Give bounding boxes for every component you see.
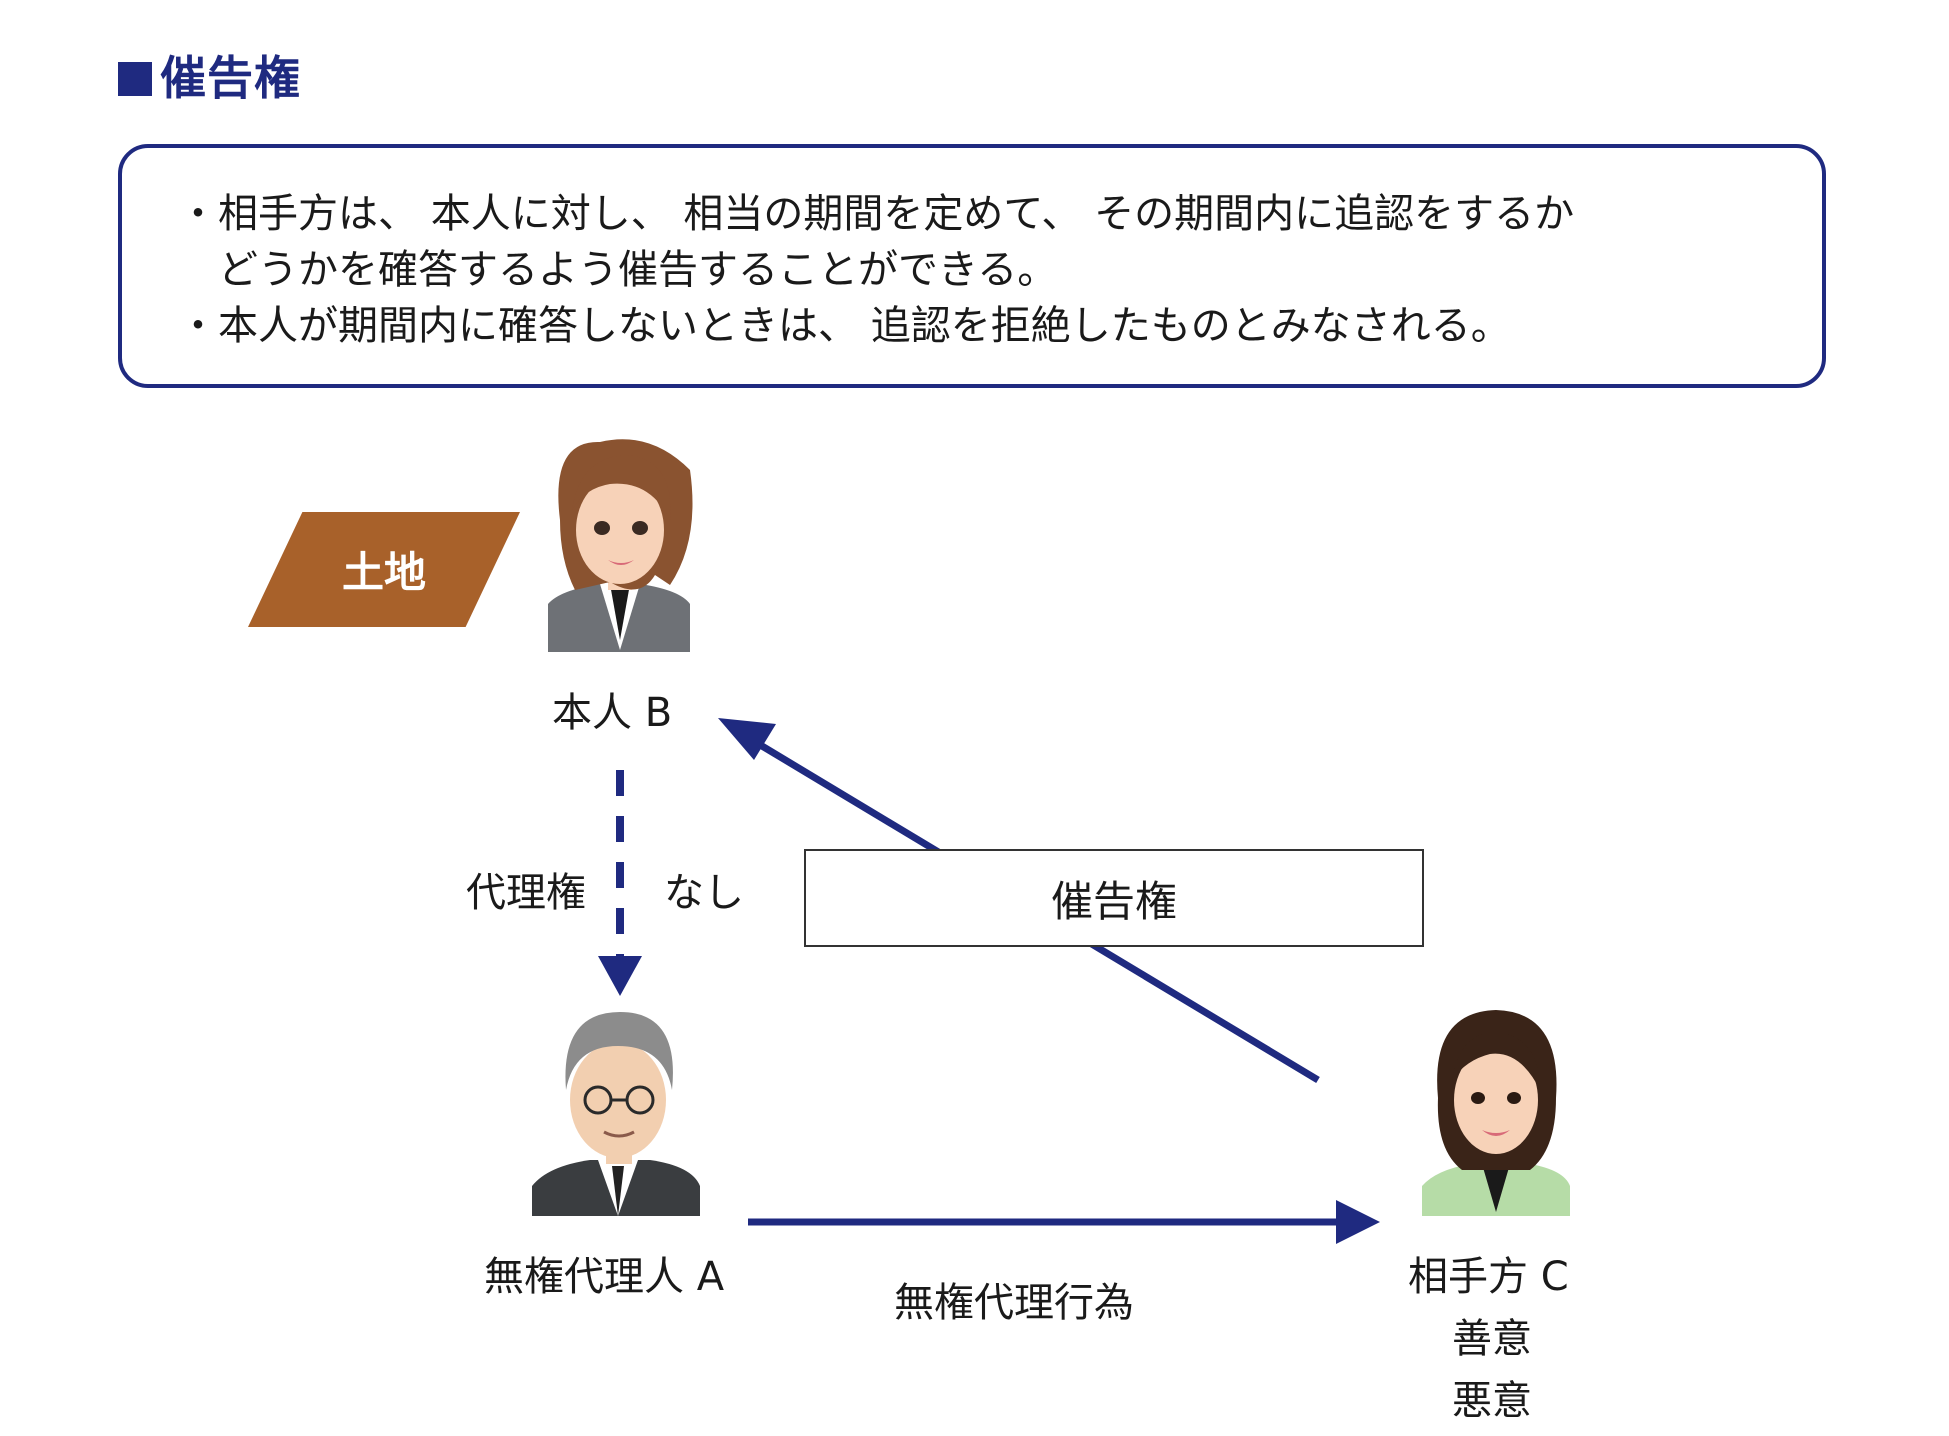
- counterparty-good-faith: 善意: [1452, 1316, 1532, 1362]
- info-line-2: どうかを確答するよう催告することができる。: [178, 247, 1058, 293]
- agent-avatar: [532, 1012, 700, 1216]
- principal-label: 本人 B: [552, 690, 673, 736]
- info-box: ・相手方は、 本人に対し、 相当の期間を定めて、 その期間内に追認をするか どう…: [118, 144, 1826, 388]
- demand-label: 催告権: [1050, 876, 1177, 926]
- act-arrowhead-icon: [1336, 1200, 1380, 1244]
- heading-text: 催告権: [160, 51, 301, 105]
- authority-none-label: なし: [664, 870, 744, 916]
- land-parallelogram: 土地: [248, 512, 520, 627]
- counterparty-bad-faith: 悪意: [1452, 1378, 1532, 1424]
- section-heading: 催告権: [118, 42, 301, 108]
- counterparty-label: 相手方 C: [1408, 1254, 1569, 1300]
- land-label: 土地: [341, 548, 426, 597]
- demand-arrowhead-icon: [718, 718, 776, 760]
- agent-label: 無権代理人 A: [484, 1254, 725, 1300]
- authority-arrowhead-icon: [598, 956, 642, 996]
- demand-label-box: 催告権: [804, 849, 1424, 947]
- counterparty-avatar: [1422, 1010, 1570, 1216]
- square-bullet-icon: [118, 62, 152, 96]
- act-label: 無権代理行為: [894, 1280, 1134, 1326]
- principal-avatar: [548, 439, 693, 652]
- authority-label: 代理権: [466, 870, 586, 916]
- info-line-1: ・相手方は、 本人に対し、 相当の期間を定めて、 その期間内に追認をするか: [178, 191, 1575, 237]
- info-line-3: ・本人が期間内に確答しないときは、 追認を拒絶したものとみなされる。: [178, 303, 1511, 349]
